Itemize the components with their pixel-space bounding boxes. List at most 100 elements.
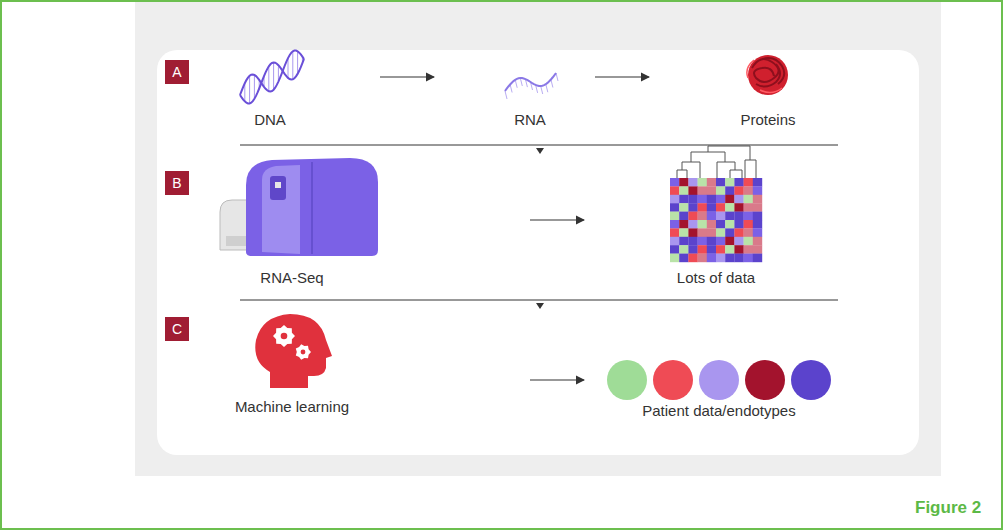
icon-label: RNA (514, 112, 546, 129)
heatmap-cell (734, 220, 743, 229)
heatmap-cell (670, 237, 679, 246)
separator-tick (536, 148, 544, 154)
rna-base (551, 80, 553, 88)
rna-base (505, 91, 507, 99)
heatmap-cell (753, 237, 762, 246)
heatmap-cell (716, 178, 725, 187)
flow-arrow (595, 76, 649, 77)
heatmap-cell (744, 212, 753, 221)
heatmap-cell (679, 237, 688, 246)
heatmap-cell (688, 203, 697, 212)
dna-rung (292, 51, 293, 79)
heatmap-cell (725, 203, 734, 212)
heatmap-cell (725, 245, 734, 254)
heatmap-cell (716, 186, 725, 195)
icon-label: Lots of data (677, 270, 755, 287)
heatmap-cell (707, 254, 716, 263)
heatmap-cell (716, 212, 725, 221)
heatmap-cell (734, 245, 743, 254)
head-icon (255, 314, 332, 388)
rna-base (546, 84, 548, 92)
heatmap-cell (707, 220, 716, 229)
heatmap-cell (753, 228, 762, 237)
heatmap-cell (670, 195, 679, 204)
endotype-dot (607, 360, 647, 400)
endotype-dot (699, 360, 739, 400)
rna-base (515, 80, 517, 88)
heatmap-cell (698, 186, 707, 195)
heatmap-cell (716, 245, 725, 254)
heatmap-cell (725, 228, 734, 237)
heatmap-cell (716, 220, 725, 229)
heatmap-cell (707, 186, 716, 195)
protein-icon (747, 55, 788, 95)
heatmap-cell (734, 212, 743, 221)
heatmap-cell (679, 254, 688, 263)
heatmap-cell (707, 212, 716, 221)
heatmap-cell (734, 178, 743, 187)
section-letter: B (172, 176, 181, 190)
heatmap-cell (753, 220, 762, 229)
heatmap-cell (688, 178, 697, 187)
heatmap-cell (707, 203, 716, 212)
heatmap-cell (725, 220, 734, 229)
heatmap-icon (670, 178, 762, 262)
dna-strand (240, 51, 304, 95)
heatmap-cell (734, 203, 743, 212)
rna-icon (505, 73, 558, 99)
icon-label: Proteins (740, 112, 795, 129)
heatmap-cell (679, 195, 688, 204)
heatmap-cell (744, 195, 753, 204)
heatmap-cell (698, 228, 707, 237)
heatmap-cell (698, 237, 707, 246)
dna-rung (254, 75, 255, 99)
section-badge: A (165, 60, 189, 84)
flow-arrow (530, 219, 584, 220)
heatmap-cell (688, 195, 697, 204)
heatmap-cell (744, 237, 753, 246)
heatmap-cell (753, 245, 762, 254)
dendrogram (677, 146, 756, 178)
heatmap-cell (744, 178, 753, 187)
heatmap-cell (698, 178, 707, 187)
icon-label: DNA (254, 112, 286, 129)
heatmap-cell (679, 178, 688, 187)
heatmap-cell (670, 186, 679, 195)
heatmap-cell (725, 237, 734, 246)
icon-label: Machine learning (235, 399, 349, 416)
heatmap-cell (679, 212, 688, 221)
heatmap-cell (753, 195, 762, 204)
heatmap-cell (670, 228, 679, 237)
separator (240, 300, 838, 301)
heatmap-cell (679, 203, 688, 212)
heatmap-cell (679, 186, 688, 195)
heatmap-cell (670, 212, 679, 221)
dna-icon (240, 51, 304, 104)
heatmap-cell (670, 220, 679, 229)
heatmap-cell (744, 220, 753, 229)
heatmap-cell (688, 237, 697, 246)
sequencer-icon (220, 158, 378, 256)
gear (296, 344, 311, 360)
dna-rung (268, 66, 269, 91)
heatmap-cell (679, 228, 688, 237)
heatmap-cell (744, 228, 753, 237)
heatmap-cell (707, 228, 716, 237)
heatmap-cell (707, 195, 716, 204)
heatmap-cell (670, 203, 679, 212)
heatmap-cell (698, 212, 707, 221)
heatmap-cell (753, 254, 762, 263)
separator-tick (536, 303, 544, 309)
gear-hole (281, 333, 288, 340)
heatmap-cell (707, 237, 716, 246)
dna-strand (240, 59, 304, 103)
endotype-dot (745, 360, 785, 400)
endotype-dot (653, 360, 693, 400)
heatmap-cell (688, 220, 697, 229)
heatmap-cell (753, 178, 762, 187)
section-letter: C (172, 322, 182, 336)
dna-rung (249, 76, 250, 104)
heatmap-cell (698, 203, 707, 212)
heatmap-cell (679, 220, 688, 229)
heatmap-cell (725, 178, 734, 187)
